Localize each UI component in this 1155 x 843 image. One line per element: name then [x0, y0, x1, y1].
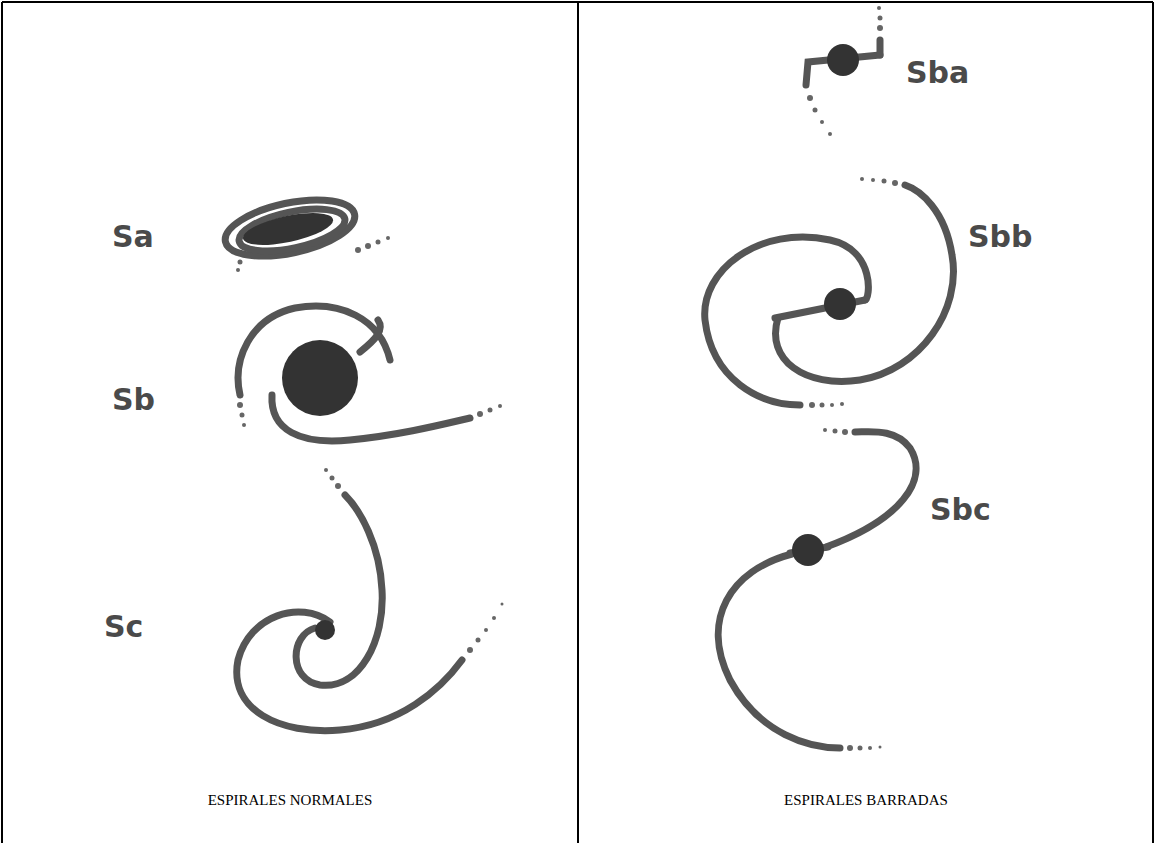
type-label: Sa — [112, 222, 154, 252]
panel-caption: ESPIRALES BARRADAS — [784, 793, 948, 808]
type-label: Sbb — [968, 222, 1033, 252]
panel-caption: ESPIRALES NORMALES — [208, 793, 373, 808]
type-label: Sba — [906, 58, 969, 88]
type-label: Sb — [112, 385, 155, 415]
type-label: Sc — [104, 612, 143, 642]
type-label: Sbc — [930, 495, 991, 525]
